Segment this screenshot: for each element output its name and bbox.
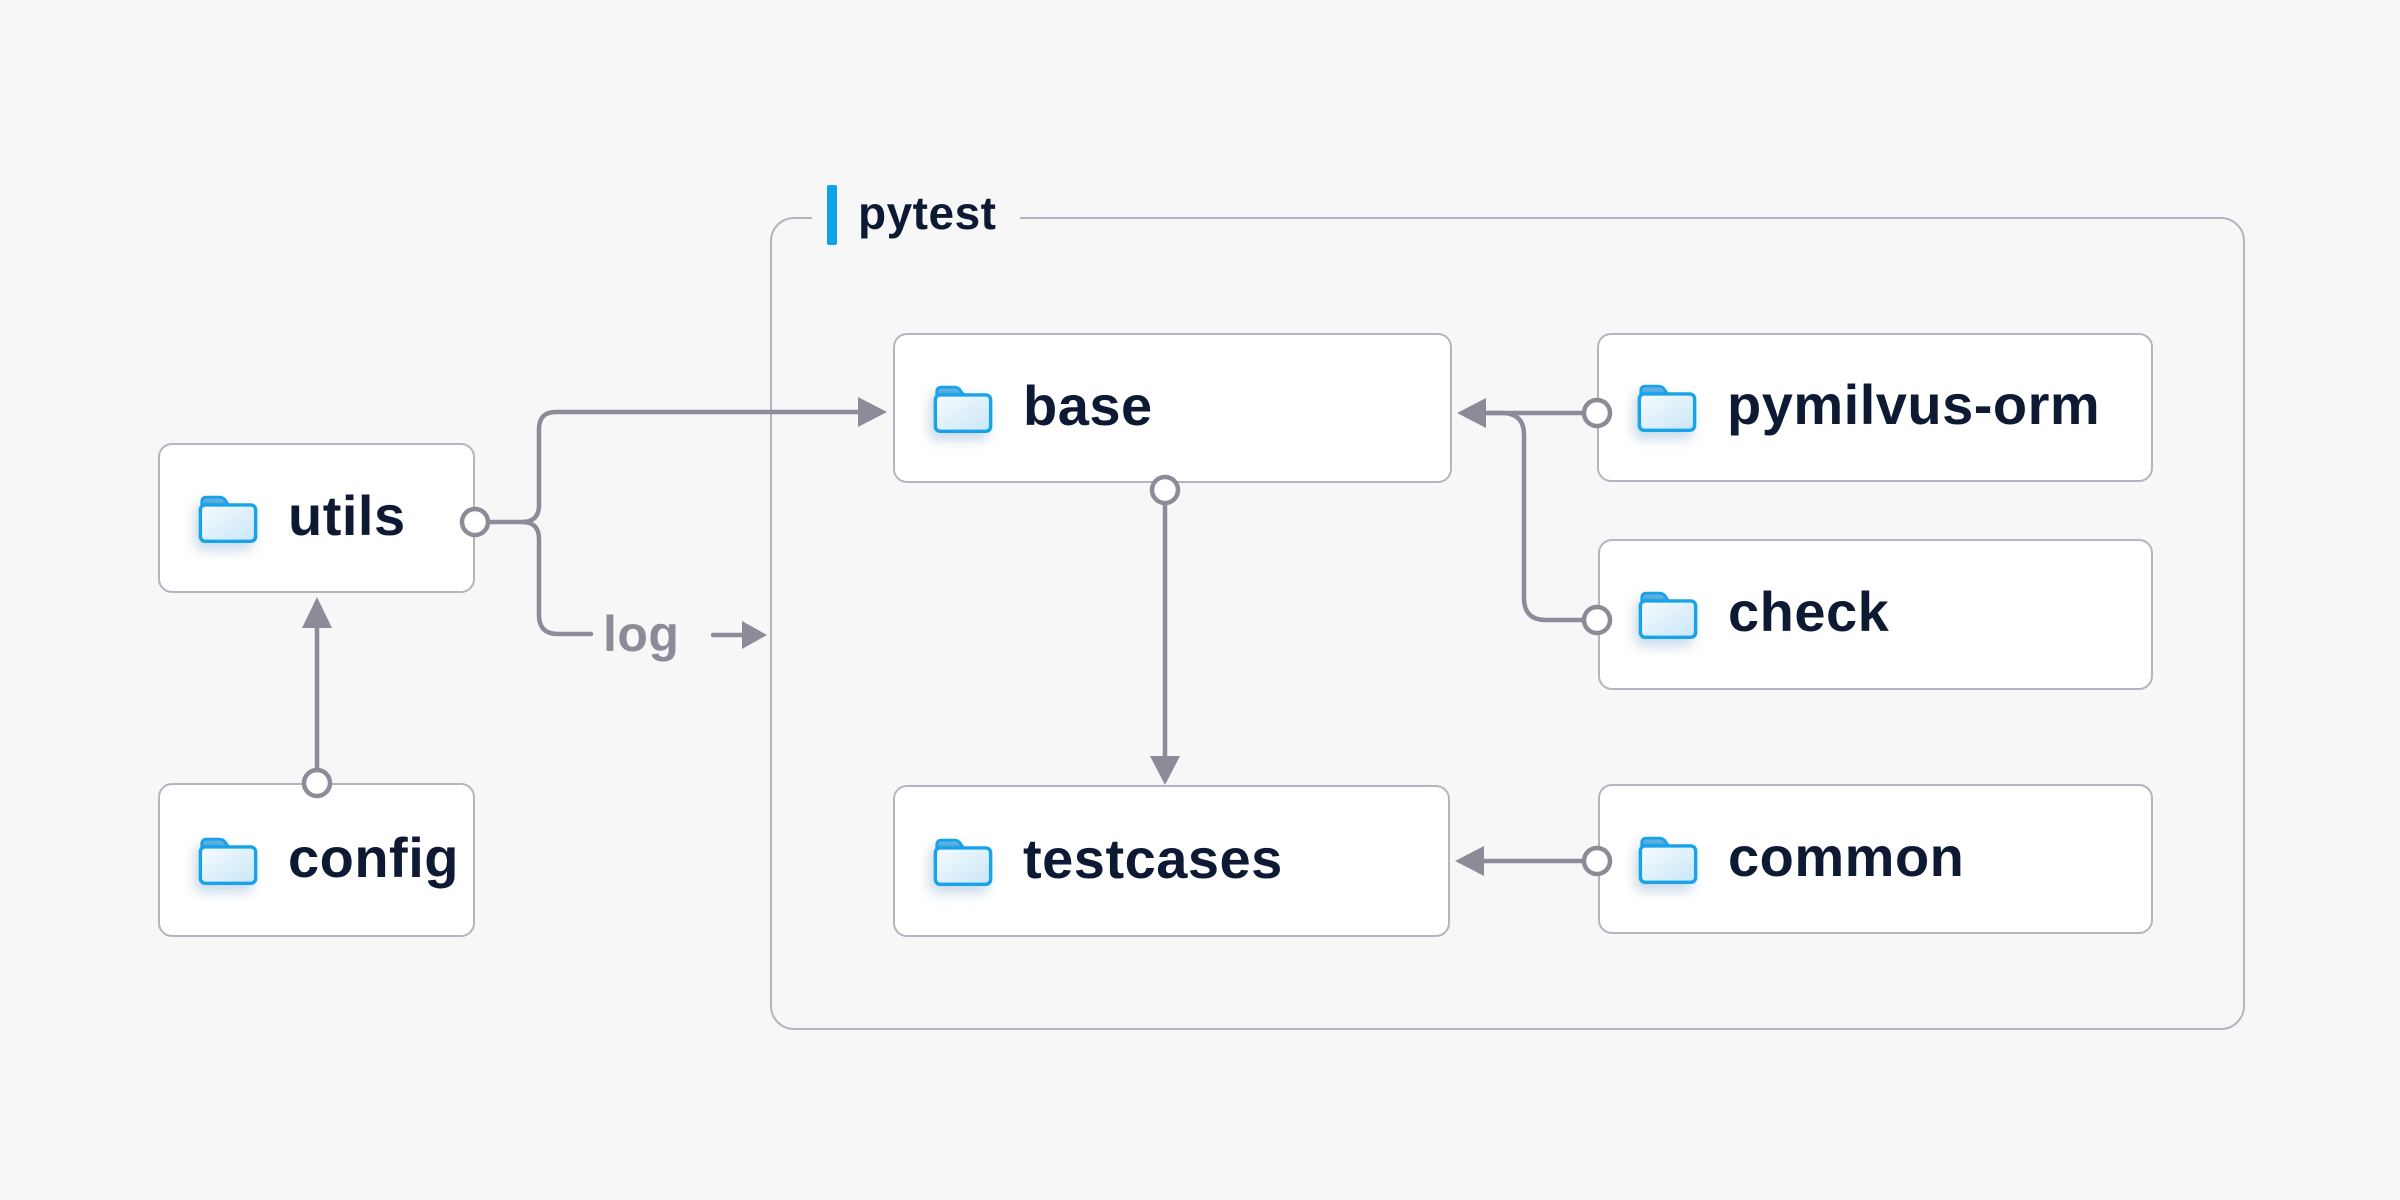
folder-icon <box>196 492 260 545</box>
node-label-utils: utils <box>288 483 406 547</box>
folder-node-pymilvus-orm[interactable]: pymilvus-orm <box>1597 333 2153 482</box>
folder-icon <box>1636 588 1700 641</box>
folder-icon <box>931 835 995 888</box>
node-label-testcases: testcases <box>1023 826 1283 890</box>
folder-node-utils[interactable]: utils <box>158 443 475 593</box>
group-label-text: pytest <box>858 187 997 239</box>
folder-icon <box>931 382 995 435</box>
folder-node-base[interactable]: base <box>893 333 1452 483</box>
arrowhead-icon <box>302 597 332 628</box>
log-edge-label: log <box>603 606 680 662</box>
arrowhead-icon <box>742 621 767 649</box>
node-label-config: config <box>288 825 459 889</box>
node-label-common: common <box>1728 824 1965 888</box>
pytest-group-label: pytest <box>812 185 1021 245</box>
folder-node-testcases[interactable]: testcases <box>893 785 1450 937</box>
folder-node-common[interactable]: common <box>1598 784 2153 934</box>
node-label-base: base <box>1023 373 1153 437</box>
group-accent-bar <box>827 185 837 245</box>
edge-utils-log <box>519 519 594 637</box>
folder-icon <box>1635 381 1699 434</box>
folder-icon <box>1636 833 1700 886</box>
folder-node-check[interactable]: check <box>1598 539 2153 690</box>
node-label-pymilvus-orm: pymilvus-orm <box>1727 373 2101 436</box>
folder-icon <box>196 834 260 887</box>
pytest-group-container <box>770 217 2245 1030</box>
node-label-check: check <box>1728 580 1890 643</box>
folder-node-config[interactable]: config <box>158 783 475 937</box>
